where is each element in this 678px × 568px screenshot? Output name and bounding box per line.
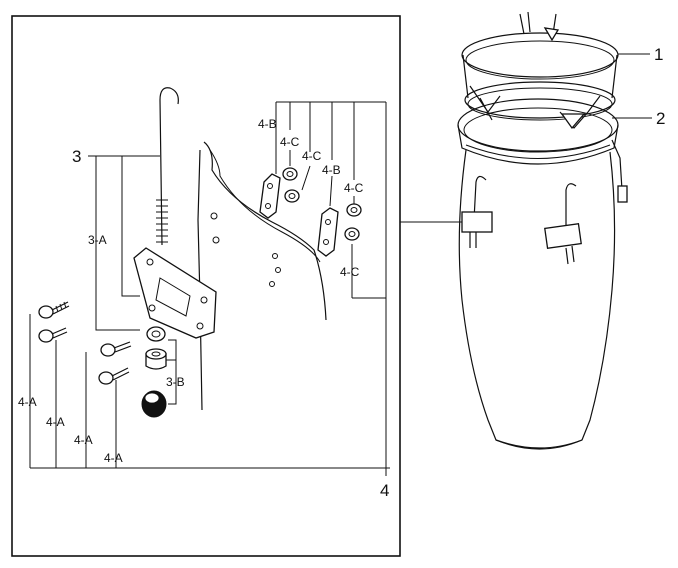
rim-callout: 1: [654, 45, 663, 64]
strap-washer-leaders: [275, 102, 355, 298]
drum-base: [495, 439, 583, 449]
drum-head: [457, 98, 619, 165]
screws-leader: [29, 314, 390, 469]
screw-2-label: 4-A: [46, 415, 65, 429]
screw-4-label: 4-A: [104, 451, 123, 465]
spacer-sleeve: [145, 348, 167, 370]
screw-2: [38, 327, 68, 343]
nut-leader: [166, 339, 177, 405]
hardware-kit-bus: [276, 101, 387, 476]
bracket-plate: [133, 247, 217, 339]
strap-lower: [317, 207, 339, 257]
washer-2-label: 4-C: [302, 149, 322, 163]
knurled-nut: [141, 390, 167, 418]
hook-rod-label: 3-A: [88, 233, 107, 247]
screw-1: [38, 301, 70, 319]
rim-hoop: [461, 11, 619, 130]
spacer-washer: [146, 326, 166, 342]
drum-shell: [458, 149, 616, 450]
washer-1-label: 4-C: [280, 135, 300, 149]
screw-3: [100, 341, 132, 357]
shell-lug-right: [544, 183, 582, 265]
washer-d: [344, 227, 360, 241]
nut-label: 3-B: [166, 375, 185, 389]
shell-cross-section: [197, 141, 327, 411]
washer-3-label: 4-C: [344, 181, 364, 195]
bracket-assembly-callout: 3: [72, 147, 81, 166]
screw-3-label: 4-A: [74, 433, 93, 447]
shell-lug-left: [461, 175, 493, 248]
detail-inset-frame: [11, 15, 401, 557]
hardware-kit-callout: 4: [380, 481, 389, 500]
hook-rod: [156, 87, 179, 246]
washer-a: [282, 167, 298, 181]
washer-c: [346, 203, 362, 217]
conga-drum: [457, 11, 628, 450]
strap-2-label: 4-B: [322, 163, 341, 177]
washer-4-label: 4-C: [340, 265, 360, 279]
screw-4: [98, 367, 130, 385]
washer-b: [284, 189, 300, 203]
strap-1-label: 4-B: [258, 117, 277, 131]
head-callout: 2: [656, 109, 665, 128]
screw-1-label: 4-A: [18, 395, 37, 409]
bracket-assembly-leader: [88, 155, 160, 331]
strap-upper: [259, 173, 281, 219]
